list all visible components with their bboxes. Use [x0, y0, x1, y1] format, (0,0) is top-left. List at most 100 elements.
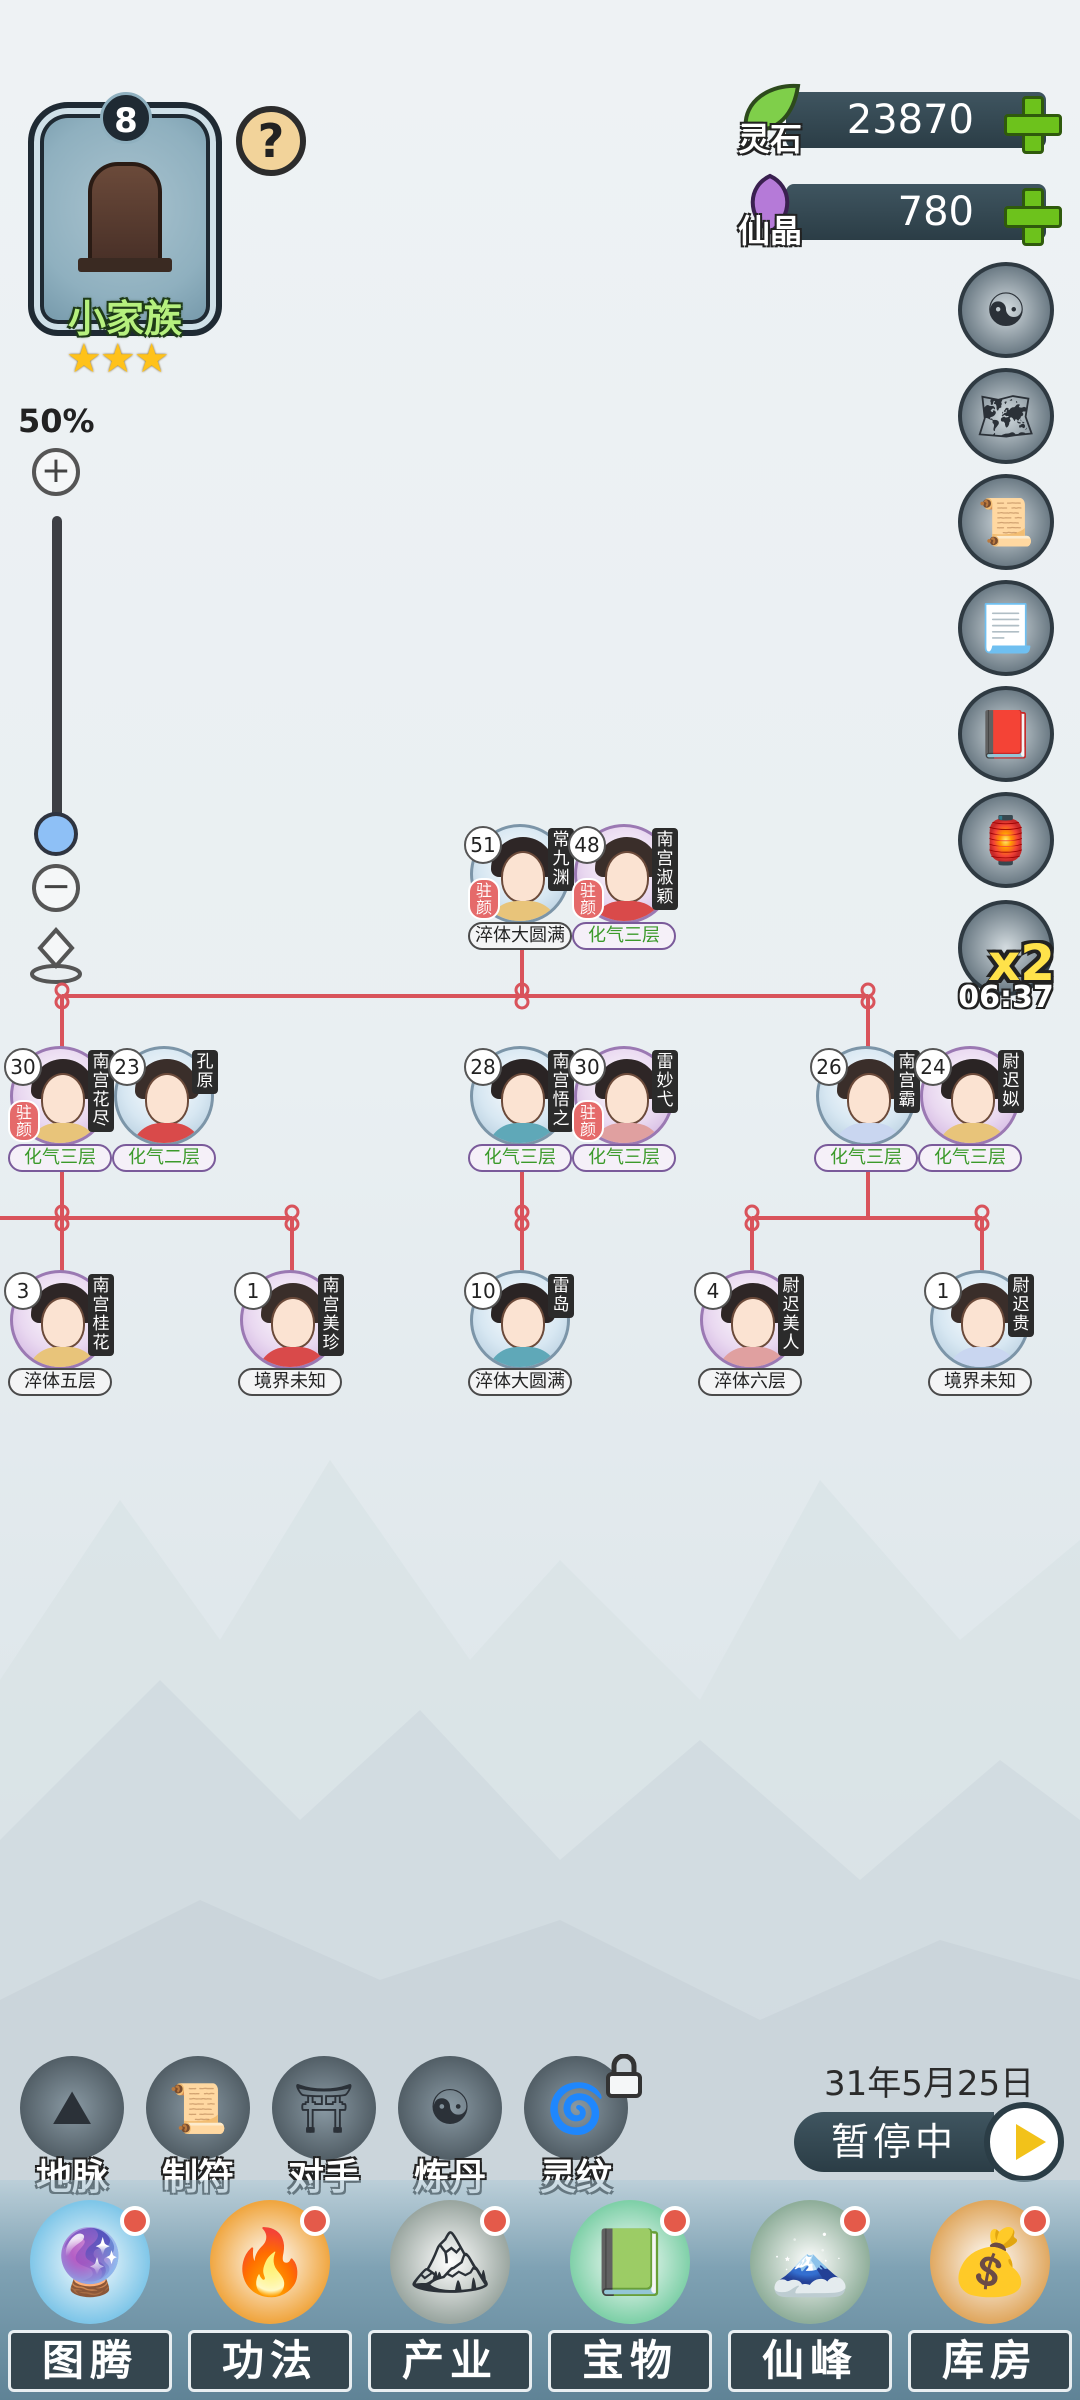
scroll-icon: 📃	[977, 600, 1035, 655]
member-name: 南宫美珍	[318, 1274, 344, 1356]
book-icon: 📕	[977, 706, 1035, 761]
member-portrait	[574, 1046, 674, 1146]
nav-item[interactable]: 🏔 产业	[360, 2200, 536, 2400]
family-member[interactable]: 1 南宫美珍 境界未知	[234, 1270, 344, 1396]
member-face	[605, 851, 649, 903]
document-icon: 📜	[977, 494, 1035, 549]
member-face	[501, 1297, 545, 1349]
member-status-badge: 驻颜	[572, 1100, 604, 1142]
member-face	[145, 1073, 189, 1125]
member-age: 3	[4, 1272, 42, 1310]
family-member[interactable]: 1 尉迟贵 境界未知	[924, 1270, 1034, 1396]
nav-item[interactable]: 💰 库房	[900, 2200, 1076, 2400]
speed-toggle-button[interactable]	[958, 900, 1054, 996]
pause-status[interactable]: 暂停中	[794, 2112, 994, 2172]
member-name: 常九渊	[548, 828, 574, 891]
feature-earth-vein-button[interactable]: ⛰ 地脉	[16, 2056, 128, 2198]
nav-item[interactable]: 🔥 功法	[180, 2200, 356, 2400]
member-realm: 淬体六层	[698, 1368, 802, 1396]
member-name: 南宫桂花	[88, 1274, 114, 1356]
member-name: 孔原	[192, 1050, 218, 1094]
game-date: 31年5月25日	[824, 2064, 1035, 2104]
clan-badge[interactable]: 8 小家族 ★★★	[18, 92, 232, 382]
nav-item[interactable]: 📗 宝物	[540, 2200, 716, 2400]
side-book-button[interactable]: 📕	[958, 686, 1054, 782]
family-member[interactable]: 30 南宫花尽 驻颜 化气三层	[4, 1046, 114, 1172]
immortal-crystal-value: 780	[786, 184, 1046, 240]
side-plaque-button[interactable]: 🏮	[958, 792, 1054, 888]
member-age: 24	[914, 1048, 952, 1086]
member-robe	[947, 1347, 1019, 1367]
add-spirit-stone-button[interactable]	[1002, 94, 1062, 154]
family-member[interactable]: 4 尉迟美人 淬体六层	[694, 1270, 804, 1396]
family-member[interactable]: 26 南宫霸 化气三层	[810, 1046, 920, 1172]
family-member[interactable]: 3 南宫桂花 淬体五层	[4, 1270, 114, 1396]
play-button[interactable]	[984, 2102, 1064, 2182]
member-name: 南宫悟之	[548, 1050, 574, 1132]
member-realm: 淬体大圆满	[468, 922, 572, 950]
add-immortal-crystal-button[interactable]	[1002, 186, 1062, 246]
zoom-out-button[interactable]: −	[32, 864, 80, 912]
member-age: 10	[464, 1272, 502, 1310]
side-settings-button[interactable]: ☯	[958, 262, 1054, 358]
help-button[interactable]: ?	[236, 106, 306, 176]
family-member[interactable]: 24 尉迟姒 化气三层	[914, 1046, 1024, 1172]
notification-dot	[480, 2206, 510, 2236]
resource-spirit-stone: 23870 灵石	[732, 80, 1062, 158]
family-member[interactable]: 28 南宫悟之 化气三层	[464, 1046, 574, 1172]
member-robe	[937, 1123, 1009, 1143]
member-realm: 化气三层	[8, 1144, 112, 1172]
speed-multiplier: x2	[988, 934, 1056, 992]
side-document-button[interactable]: 📜	[958, 474, 1054, 570]
clan-name: 小家族	[67, 297, 182, 341]
member-robe	[833, 1123, 905, 1143]
member-age: 4	[694, 1272, 732, 1310]
member-realm: 化气二层	[112, 1144, 216, 1172]
feature-rival-button[interactable]: ⛩ 对手	[268, 2056, 380, 2198]
member-age: 51	[464, 826, 502, 864]
member-status-badge: 驻颜	[572, 878, 604, 920]
feature-talisman-button[interactable]: 📜 制符	[142, 2056, 254, 2198]
immortal-crystal-label: 仙晶	[738, 212, 803, 250]
plaque-icon: 🏮	[977, 812, 1035, 867]
nav-art-icon: 🏔	[390, 2200, 510, 2324]
nav-label: 仙峰	[728, 2330, 892, 2392]
nav-label: 宝物	[548, 2330, 712, 2392]
family-member[interactable]: 51 常九渊 驻颜 淬体大圆满	[464, 824, 574, 950]
nav-item[interactable]: 🔮 图腾	[0, 2200, 176, 2400]
notification-dot	[660, 2206, 690, 2236]
member-realm: 淬体五层	[8, 1368, 112, 1396]
side-map-button[interactable]: 🗺	[958, 368, 1054, 464]
family-member[interactable]: 48 南宫淑颖 驻颜 化气三层	[568, 824, 678, 950]
nav-item[interactable]: 🗻 仙峰	[720, 2200, 896, 2400]
member-robe	[487, 1347, 559, 1367]
family-member[interactable]: 30 雷妙弋 驻颜 化气三层	[568, 1046, 678, 1172]
zoom-in-button[interactable]: +	[32, 448, 80, 496]
side-scroll-button[interactable]: 📃	[958, 580, 1054, 676]
member-robe	[591, 1123, 663, 1143]
member-name: 尉迟姒	[998, 1050, 1024, 1113]
nav-label: 产业	[368, 2330, 532, 2392]
zoom-slider-track[interactable]	[52, 516, 62, 836]
spirit-stone-value: 23870	[786, 92, 1046, 148]
nav-label: 功法	[188, 2330, 352, 2392]
member-realm: 化气三层	[572, 922, 676, 950]
member-realm: 化气三层	[572, 1144, 676, 1172]
member-age: 23	[108, 1048, 146, 1086]
feature-alchemy-button[interactable]: ☯ 炼丹	[394, 2056, 506, 2198]
member-age: 30	[568, 1048, 606, 1086]
green-leaf-stone-icon	[743, 83, 801, 133]
notification-dot	[300, 2206, 330, 2236]
member-face	[271, 1297, 315, 1349]
nav-art-icon: 🗻	[750, 2200, 870, 2324]
notification-dot	[840, 2206, 870, 2236]
speed-timer: 06:37	[958, 980, 1054, 1015]
member-age: 1	[924, 1272, 962, 1310]
member-face	[501, 1073, 545, 1125]
member-robe	[27, 1347, 99, 1367]
zoom-slider-knob[interactable]	[34, 812, 78, 856]
locate-center-icon[interactable]	[28, 926, 84, 990]
lock-icon	[606, 2054, 642, 2098]
family-member[interactable]: 23 孔原 化气二层	[108, 1046, 218, 1172]
family-member[interactable]: 10 雷岛 淬体大圆满	[464, 1270, 574, 1396]
